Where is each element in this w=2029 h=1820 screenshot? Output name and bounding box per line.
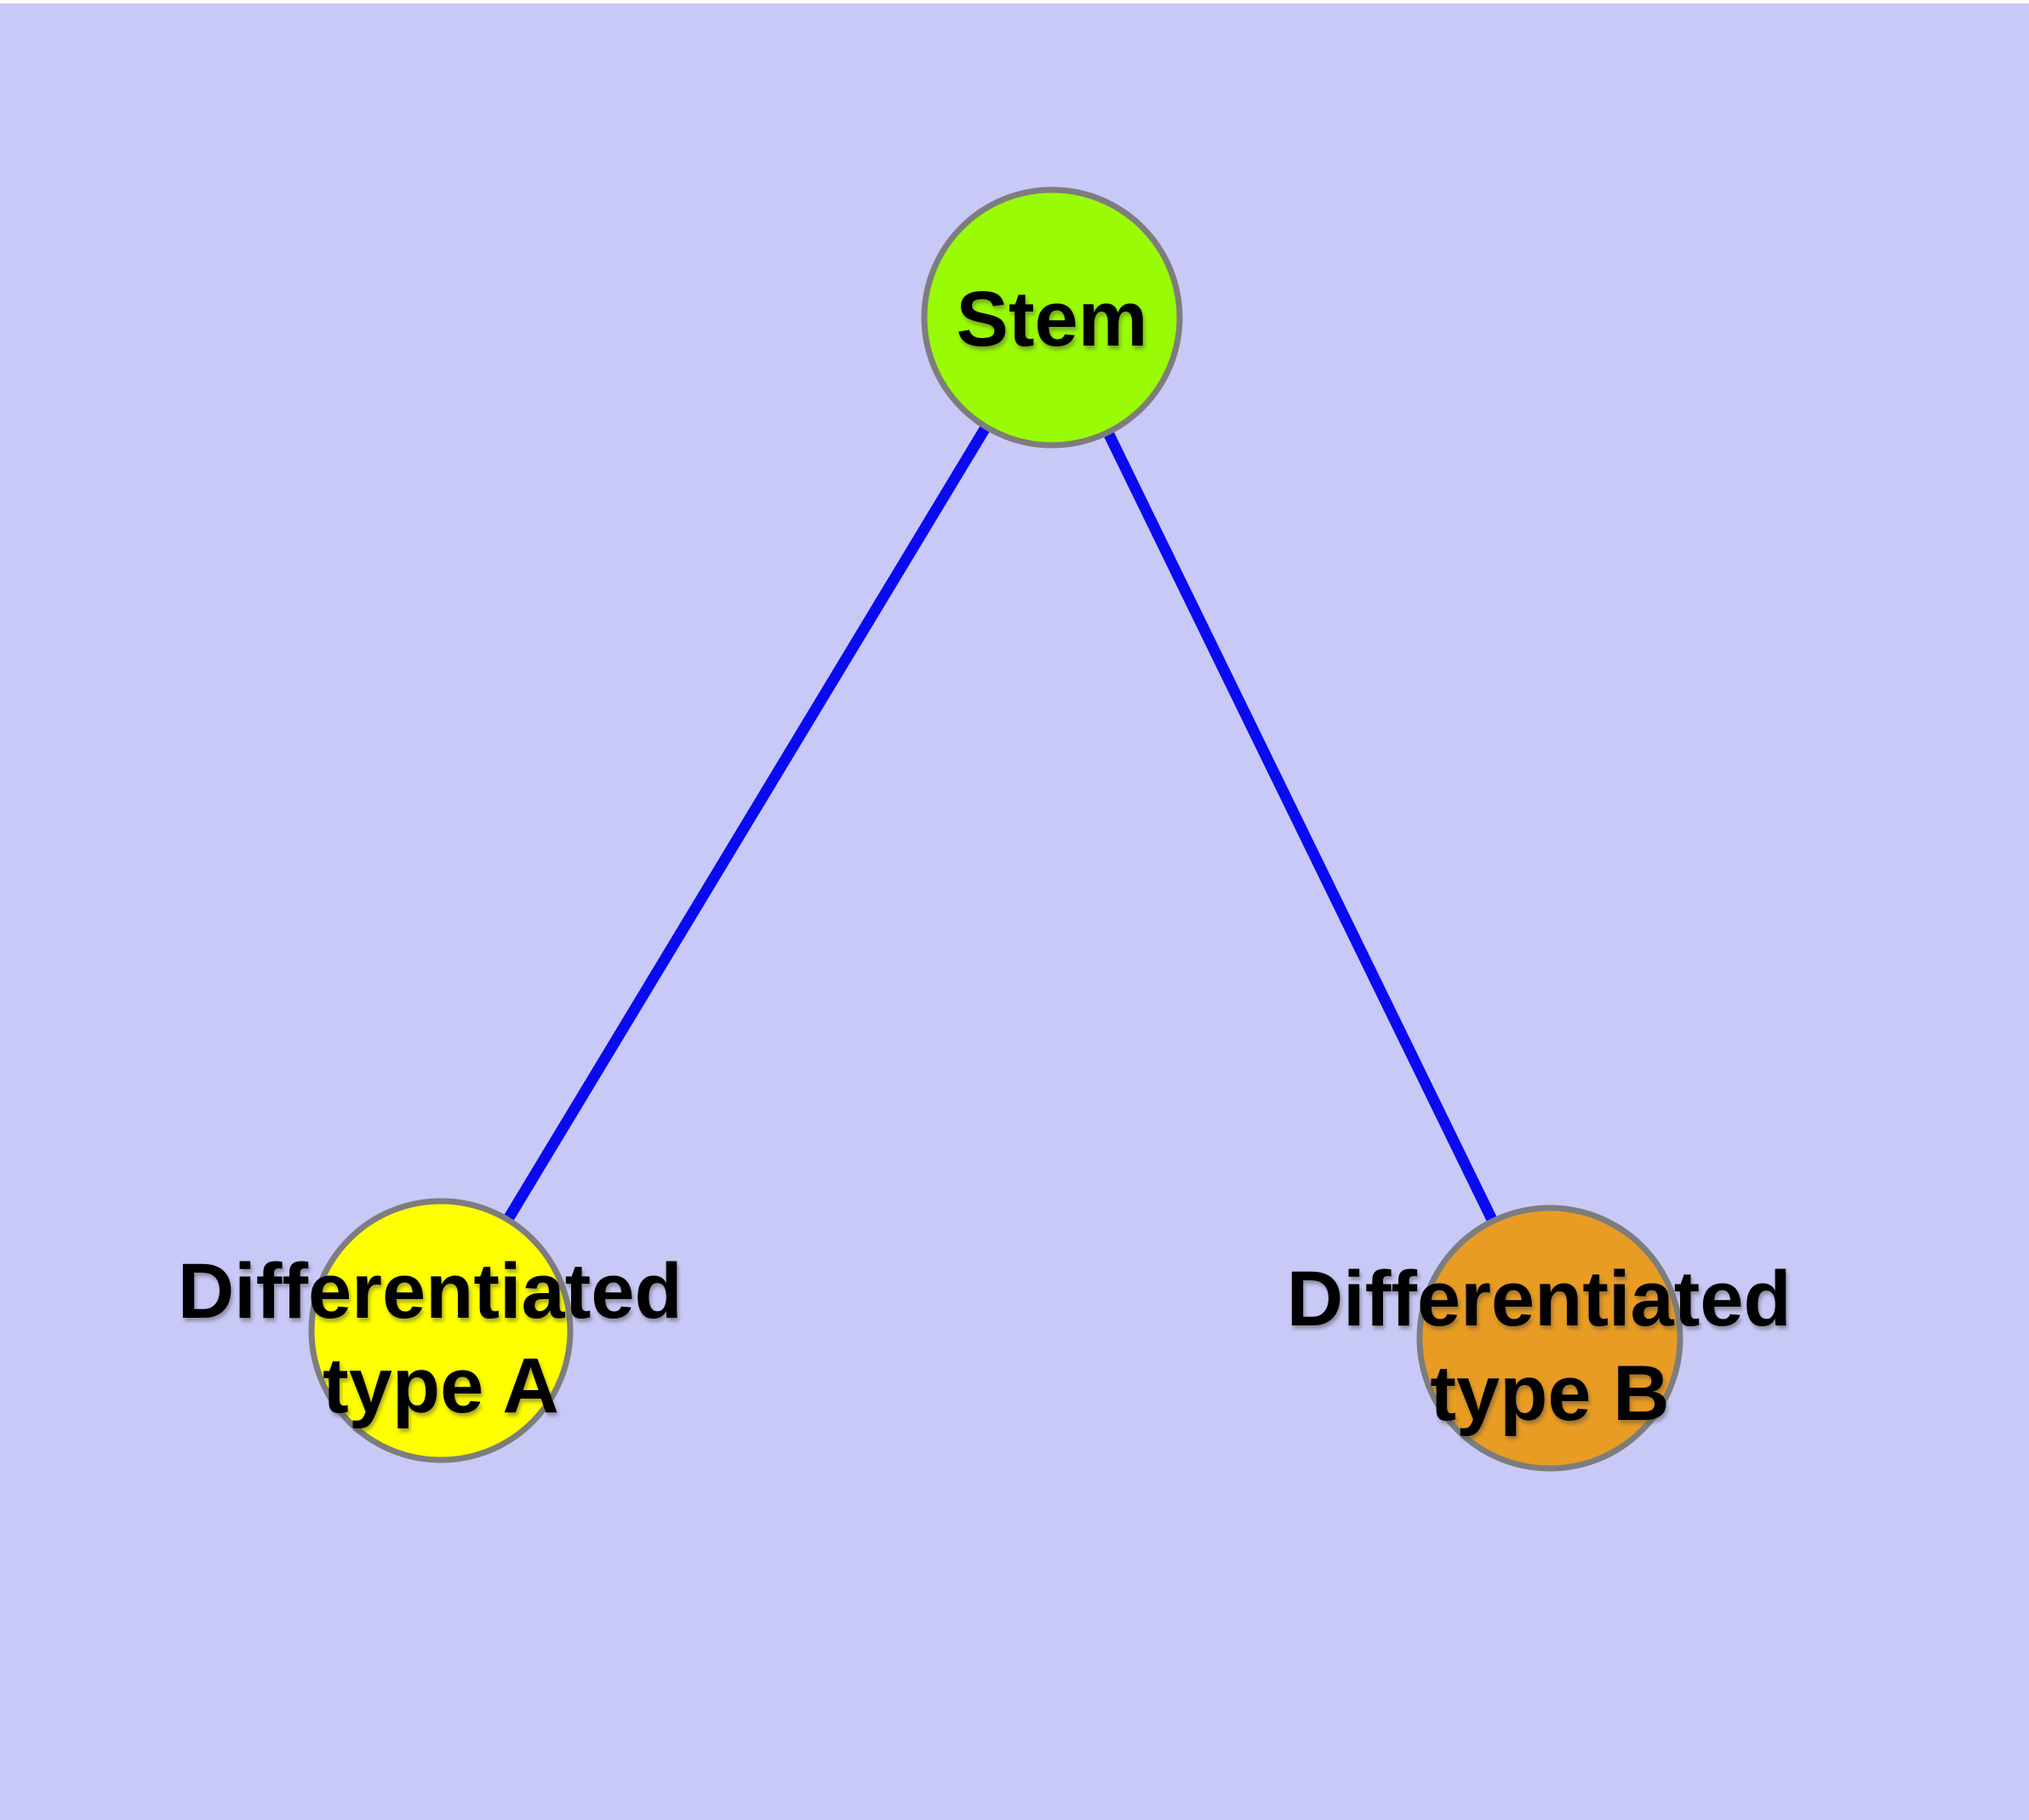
node-type-b-label-line1: Differentiated bbox=[1287, 1256, 1792, 1342]
edge-stem-to-type-a[interactable] bbox=[436, 314, 1057, 1334]
node-stem-label: Stem bbox=[957, 276, 1148, 363]
node-type-a-label: Differentiated type A bbox=[178, 1248, 705, 1429]
node-type-b-label-line2: type B bbox=[1430, 1350, 1669, 1437]
node-type-b-circle[interactable] bbox=[1416, 1205, 1683, 1472]
node-type-a-label-line2: type A bbox=[323, 1342, 559, 1429]
node-type-a-label-line1: Differentiated bbox=[178, 1248, 683, 1335]
node-type-a-circle[interactable] bbox=[308, 1198, 574, 1463]
node-stem-circle[interactable] bbox=[921, 186, 1183, 449]
edge-stem-to-type-b[interactable] bbox=[1047, 315, 1555, 1341]
node-type-b-label: Differentiated type B bbox=[1287, 1256, 1814, 1437]
